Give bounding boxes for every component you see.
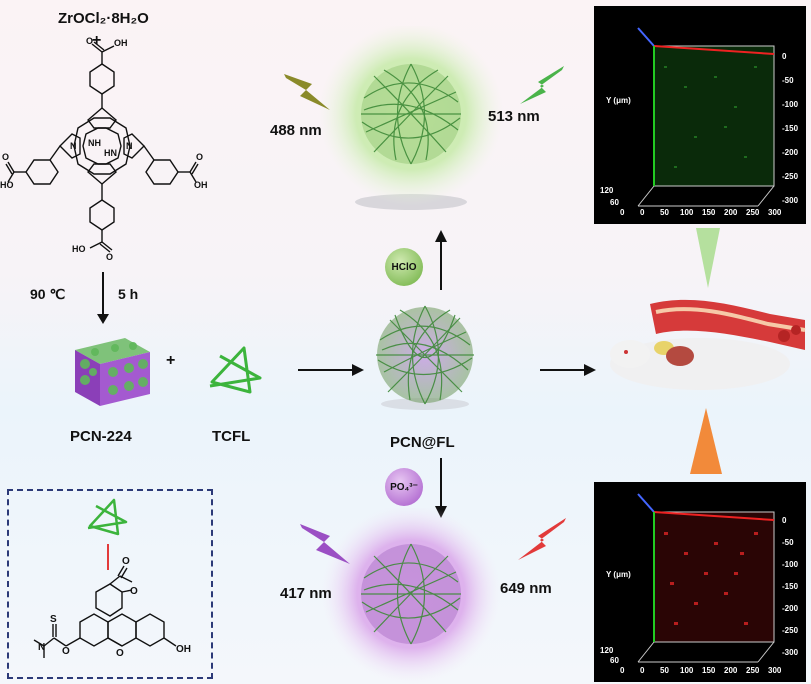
yaxis-label-red: Y (μm) [606, 570, 631, 579]
reaction-time: 5 h [118, 286, 139, 302]
tick-y-2-g: -100 [782, 100, 799, 109]
tick-x-6-g: 300 [768, 208, 782, 217]
fl-oh: OH [176, 644, 191, 655]
tick-x-1-r: 50 [660, 666, 669, 675]
pyrrole-n-right: N [126, 141, 133, 151]
svg-text:O: O [2, 152, 9, 162]
tick-x-6-r: 300 [768, 666, 782, 675]
tick-x-5-r: 250 [746, 666, 760, 675]
tick-x-0-g: 0 [640, 208, 645, 217]
hclo-badge: HClO [385, 248, 423, 286]
em-top-label: 513 nm [488, 108, 540, 125]
fl-o: O [62, 646, 70, 657]
tick-y-2-r: -100 [782, 560, 799, 569]
probe-label: PCN@FL [390, 434, 455, 451]
tick-z-2-g: 0 [620, 208, 625, 217]
tcfl-label: TCFL [212, 428, 251, 445]
probe-sphere-purple [321, 508, 501, 684]
confocal-panel-green [594, 6, 806, 224]
bolt-emission-bottom [518, 518, 566, 560]
mouse-vessel-illustration [610, 299, 806, 390]
tick-y-6-g: -300 [782, 196, 799, 205]
tick-y-5-r: -250 [782, 626, 799, 635]
tick-y-1-g: -50 [782, 76, 794, 85]
tick-z-2-r: 0 [620, 666, 625, 675]
reaction-temp: 90 ℃ [30, 286, 66, 302]
probe-sphere-center [376, 305, 474, 410]
tick-y-3-r: -150 [782, 582, 799, 591]
arrow-up-hclo [435, 230, 447, 290]
tcfl-structure-box [7, 489, 213, 679]
cooh-bottom-ho: HO [72, 244, 86, 254]
bolt-excitation-top [284, 74, 330, 110]
fl-lactone-o: O [130, 586, 138, 597]
po4-text: PO₄³⁻ [390, 481, 418, 493]
ex-top-label: 488 nm [270, 122, 322, 139]
probe-sphere-green [319, 26, 503, 210]
tick-y-5-g: -250 [782, 172, 799, 181]
cooh-right-oh: OH [194, 180, 208, 190]
tick-x-2-g: 100 [680, 208, 694, 217]
tick-z-1-g: 60 [610, 198, 619, 207]
fl-carbonyl-o: O [122, 556, 130, 567]
tick-y-3-g: -150 [782, 124, 799, 133]
fl-ring-o: O [116, 648, 124, 659]
tcpp-structure: O OH O HO O HO O OH NH HN N N [0, 36, 208, 262]
tick-z-0-g: 120 [600, 186, 614, 195]
ex-bottom-label: 417 nm [280, 585, 332, 602]
plus-middle: + [166, 352, 176, 369]
tick-x-1-g: 50 [660, 208, 669, 217]
confocal-panel-red [594, 482, 806, 682]
svg-text:O: O [86, 36, 93, 46]
green-light-cone [696, 228, 720, 288]
cooh-left-ho: HO [0, 180, 14, 190]
tcfl-linker-icon [209, 346, 262, 394]
tick-y-4-g: -200 [782, 148, 799, 157]
fl-s: S [50, 614, 57, 625]
po4-badge: PO₄³⁻ [385, 468, 423, 506]
em-bottom-label: 649 nm [500, 580, 552, 597]
tick-y-1-r: -50 [782, 538, 794, 547]
pcn224-label: PCN-224 [70, 428, 132, 445]
pyrrole-nh: NH [88, 138, 101, 148]
svg-text:O: O [196, 152, 203, 162]
yaxis-label-green: Y (μm) [606, 96, 631, 105]
bolt-excitation-bottom [300, 524, 350, 564]
tick-x-3-g: 150 [702, 208, 716, 217]
precursor-label: ZrOCl₂·8H₂O [58, 10, 149, 27]
tick-z-1-r: 60 [610, 656, 619, 665]
tcfl-structure: O O S N O O OH [33, 498, 191, 659]
tick-y-4-r: -200 [782, 604, 799, 613]
tick-y-6-r: -300 [782, 648, 799, 657]
synthesis-arrow [97, 272, 109, 324]
tick-x-2-r: 100 [680, 666, 694, 675]
tick-x-4-r: 200 [724, 666, 738, 675]
bolt-emission-top [520, 66, 564, 104]
tick-y-0-r: 0 [782, 516, 787, 525]
plus-top: + [92, 32, 102, 49]
tick-x-4-g: 200 [724, 208, 738, 217]
pcn224-cube-icon [75, 338, 150, 406]
arrow-to-mouse [540, 364, 596, 376]
orange-light-cone [690, 408, 722, 474]
tick-y-0-g: 0 [782, 52, 787, 61]
tick-x-3-r: 150 [702, 666, 716, 675]
pyrrole-hn: HN [104, 148, 117, 158]
pyrrole-n-left: N [70, 141, 77, 151]
arrow-to-probe [298, 364, 364, 376]
tick-x-0-r: 0 [640, 666, 645, 675]
svg-text:O: O [106, 252, 113, 262]
tick-x-5-g: 250 [746, 208, 760, 217]
fl-n: N [38, 642, 45, 653]
tick-z-0-r: 120 [600, 646, 614, 655]
hclo-text: HClO [391, 261, 417, 273]
cooh-top-oh: OH [114, 38, 128, 48]
